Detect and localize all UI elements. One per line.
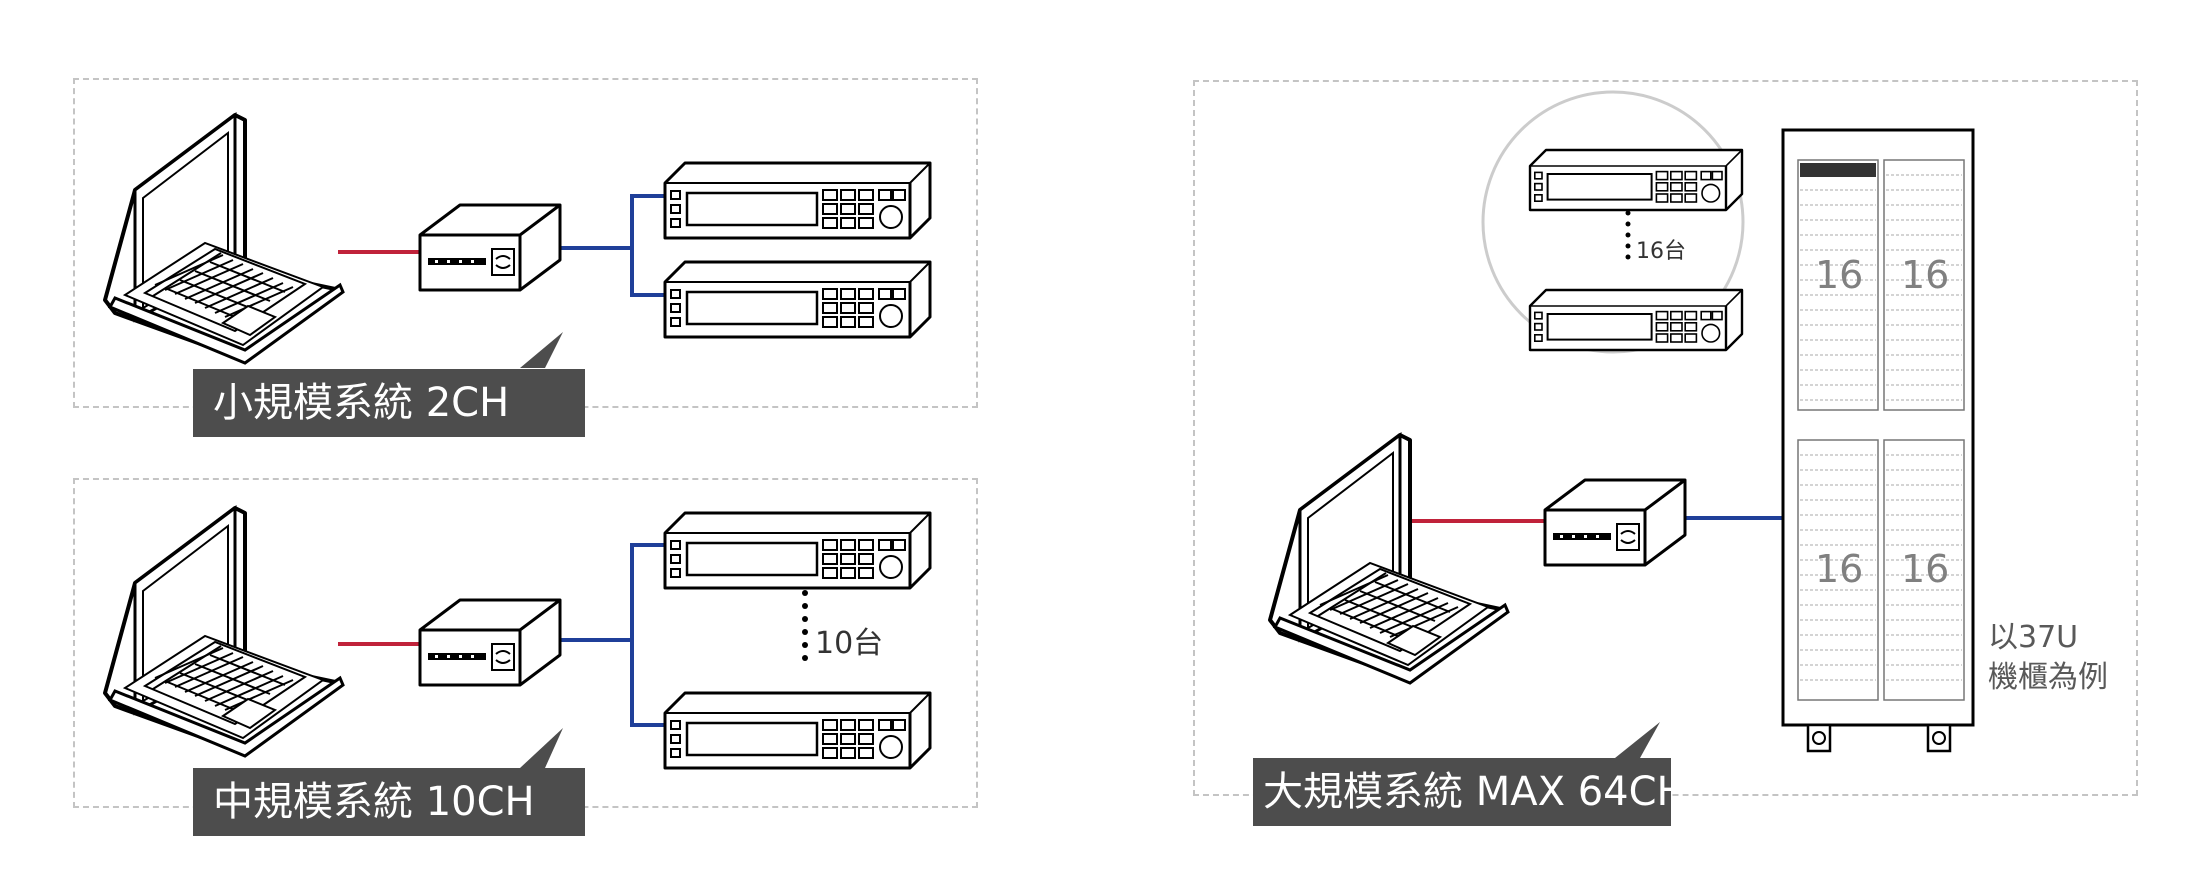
power-supply-unit-icon (663, 260, 932, 339)
network-hub-icon (418, 203, 562, 292)
medium-lan-cables (558, 543, 668, 727)
small-lan-cables (558, 194, 668, 297)
small-system-title-text: 小規模系統 2CH (213, 380, 510, 426)
network-hub-icon (418, 598, 562, 687)
ellipsis-dots (802, 590, 808, 661)
small-system-title: 小規模系統 2CH (193, 369, 585, 437)
medium-system-title: 中規模系統 10CH (193, 768, 585, 836)
rack-slot-count: 16 (1901, 253, 1950, 297)
callout-pointer (520, 332, 563, 368)
callout-pointer (520, 728, 563, 768)
rack-slot-count: 16 (1901, 547, 1950, 591)
medium-system-title-text: 中規模系統 10CH (213, 779, 535, 825)
laptop-icon (103, 506, 345, 758)
power-supply-unit-icon (1528, 148, 1744, 212)
rack-note-line1: 以37U (1988, 620, 2079, 655)
rack-slot-count: 16 (1815, 253, 1864, 297)
large-system-title-text: 大規模系統 MAX 64CH (1263, 769, 1687, 815)
power-supply-unit-icon (663, 691, 932, 770)
network-hub-icon (1543, 478, 1687, 567)
callout-pointer (1615, 722, 1660, 758)
inset-count-label: 16台 (1636, 239, 1686, 264)
power-supply-unit-icon (1528, 288, 1744, 352)
large-system-title: 大規模系統 MAX 64CH (1253, 758, 1687, 826)
rack-note-line2: 機櫃為例 (1988, 660, 2108, 695)
laptop-icon (1268, 433, 1510, 685)
power-supply-unit-icon (663, 161, 932, 240)
inset-ellipsis-dots (1625, 210, 1631, 260)
equipment-rack-icon (1781, 128, 1975, 753)
power-supply-unit-icon (663, 511, 932, 590)
rack-slot-count: 16 (1815, 547, 1864, 591)
medium-count-label: 10台 (815, 626, 884, 661)
laptop-icon (103, 113, 345, 365)
